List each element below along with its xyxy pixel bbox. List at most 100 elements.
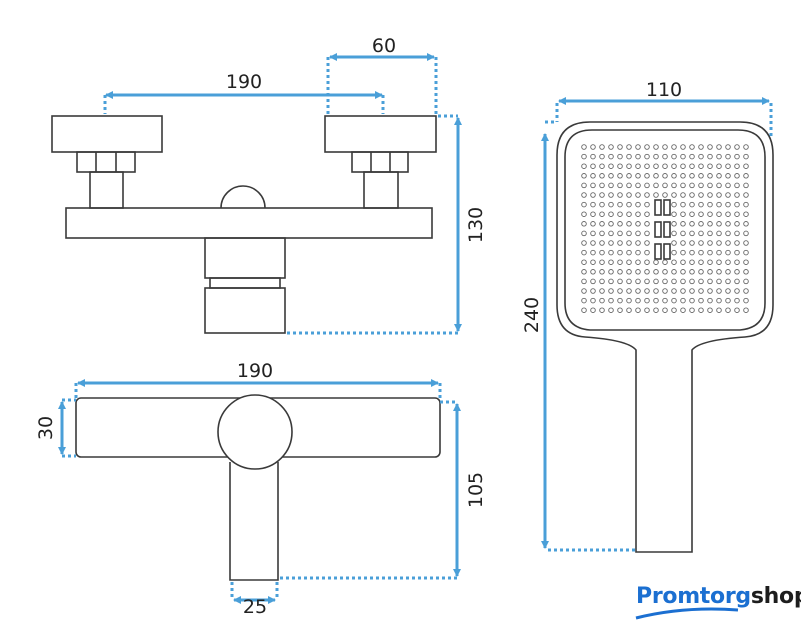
nozzle [680,201,686,208]
nozzle [626,259,632,265]
nozzle [617,221,623,227]
nozzle [707,182,713,189]
nozzle [716,153,722,160]
nozzle [590,259,596,265]
nozzle [581,221,587,227]
nozzle [689,240,695,246]
nozzle [671,240,677,246]
nozzle [662,153,668,160]
nozzle [680,182,686,189]
nozzle [662,144,668,150]
nozzle [590,221,596,227]
nozzle [590,182,596,189]
nozzle [680,173,686,179]
nozzle [707,163,713,169]
nozzle [617,182,623,189]
nozzle [626,221,632,227]
nozzle [590,240,596,246]
nozzle [734,269,740,275]
nozzle [581,288,587,294]
nozzle [608,278,614,285]
nozzle [617,163,623,169]
nozzle [662,278,668,285]
nozzle [635,230,641,237]
nozzle [581,182,587,189]
nozzle [635,240,641,246]
nozzle [608,230,614,237]
nozzle [716,297,722,304]
nozzle [644,201,650,208]
nozzle [608,173,614,179]
nozzle [743,182,749,189]
nozzle [743,278,749,285]
dim-top-height: 130 [465,207,487,243]
nozzle [617,201,623,208]
nozzle [599,230,605,237]
nozzle [581,211,587,217]
nozzle [653,288,659,294]
nozzle [662,269,668,275]
nozzle [725,153,731,160]
nozzle [635,182,641,189]
nozzle [635,278,641,285]
nozzle [707,192,713,198]
nozzle [734,288,740,294]
nozzle [680,211,686,217]
nozzle [707,211,713,217]
nozzle [725,182,731,189]
nozzle [689,173,695,179]
nozzle [608,297,614,304]
nozzle [608,259,614,265]
nozzle [680,297,686,304]
nozzle [707,153,713,160]
nozzle [608,269,614,275]
nozzle [680,230,686,237]
nozzle [581,153,587,160]
nozzle [644,173,650,179]
nozzle [743,173,749,179]
nozzle [743,230,749,237]
nozzle [617,144,623,150]
nozzle [725,230,731,237]
nozzle [626,297,632,304]
nozzle [716,182,722,189]
nozzle [671,307,677,313]
nozzle [626,173,632,179]
nozzle [707,278,713,285]
nozzle [590,297,596,304]
nozzle [599,192,605,198]
nozzle [581,259,587,265]
dim-shower-height: 240 [521,297,543,333]
nozzle [716,259,722,265]
nozzle [617,230,623,237]
nozzle [626,211,632,217]
nozzle [608,211,614,217]
nozzle [725,192,731,198]
nozzle [635,192,641,198]
nozzle [626,163,632,169]
nozzle [725,269,731,275]
nozzle [590,269,596,275]
nozzle [680,221,686,227]
nozzle [671,153,677,160]
nozzle [644,192,650,198]
nozzle [617,297,623,304]
nozzle [698,278,704,285]
nozzle [725,278,731,285]
nozzle [626,249,632,256]
nozzle [725,201,731,208]
nozzle [590,288,596,294]
dim-bottom-height: 105 [465,472,487,508]
nozzle [617,211,623,217]
nozzle [653,259,659,265]
nozzle [644,221,650,227]
nozzle [617,173,623,179]
nozzle [716,307,722,313]
nozzle [725,144,731,150]
nozzle [590,173,596,179]
nozzle [626,269,632,275]
nozzle [716,221,722,227]
nozzle [671,211,677,217]
nozzle [725,163,731,169]
nozzle [599,269,605,275]
